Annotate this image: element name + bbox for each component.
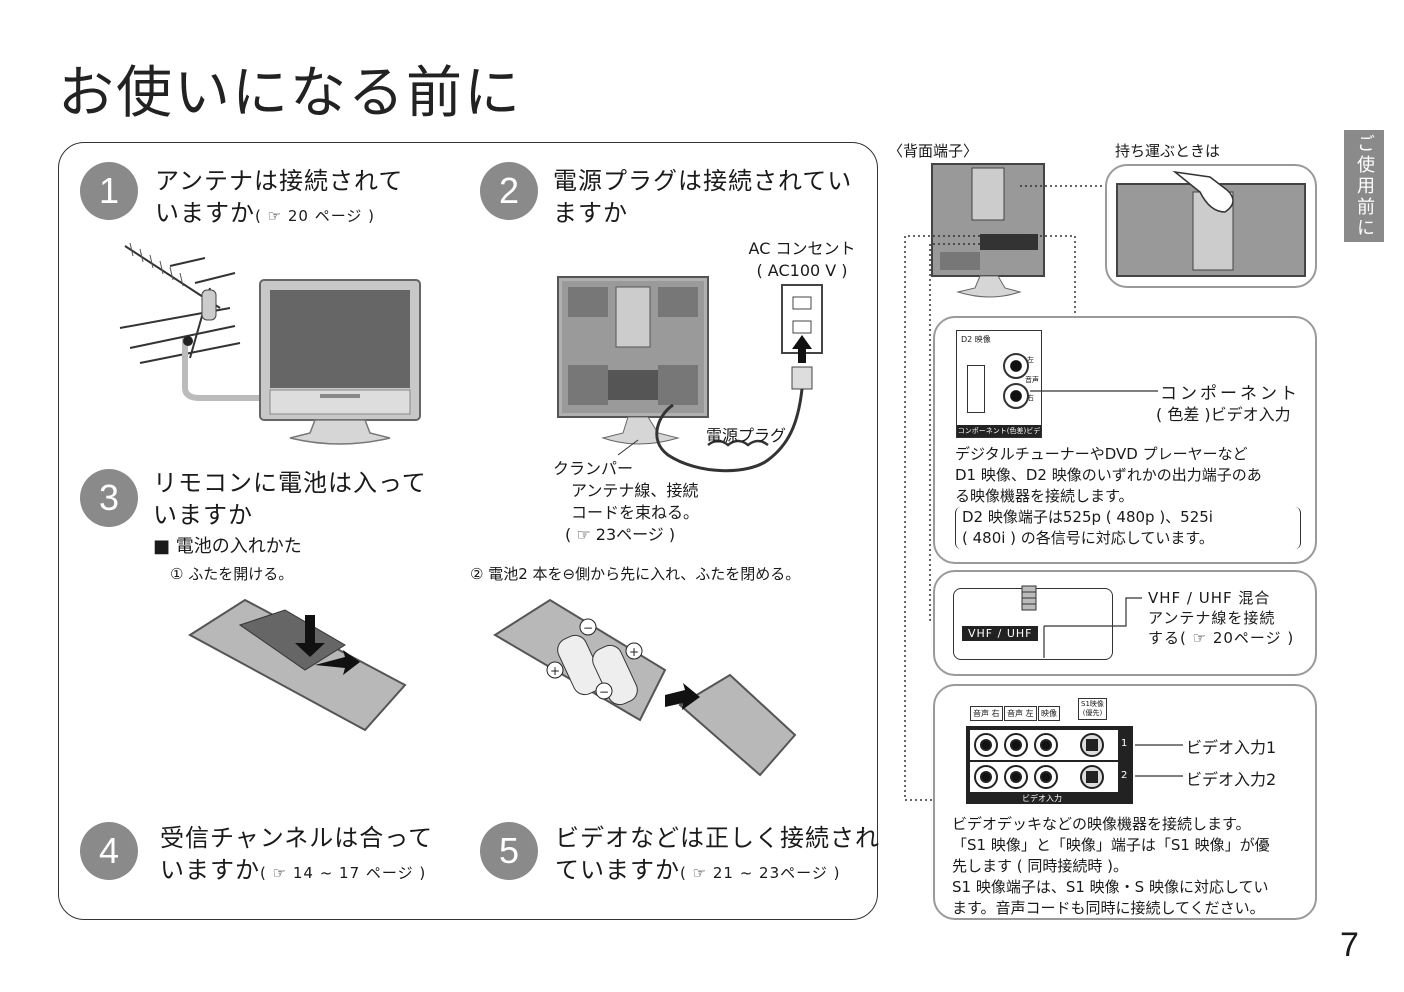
battery-heading: ■ 電池の入れかた bbox=[153, 536, 302, 557]
step-5-line1: ビデオなどは正しく接続され bbox=[555, 824, 880, 852]
step-3-question: リモコンに電池は入って いますか bbox=[153, 467, 427, 531]
section-tab: ご使用前に bbox=[1344, 130, 1384, 242]
component-panel bbox=[933, 316, 1317, 564]
component-label1: コンポーネント bbox=[1160, 384, 1300, 404]
step-3-line1: リモコンに電池は入って bbox=[153, 469, 427, 497]
checklist-panel bbox=[58, 142, 878, 920]
audio-r-jack-icon bbox=[1003, 383, 1029, 409]
audio-label: 音声 bbox=[1025, 376, 1039, 384]
step-1-ref: ( ☞ 20 ページ ) bbox=[255, 207, 376, 225]
video-desc1: ビデオデッキなどの映像機器を接続します。 bbox=[952, 815, 1251, 833]
carry-illustration bbox=[1116, 170, 1306, 277]
audio-r-label: 右 bbox=[1027, 394, 1034, 402]
vhf-label2: アンテナ線を接続 bbox=[1148, 609, 1276, 627]
svg-text:+: + bbox=[629, 645, 639, 659]
antenna-tv-illustration bbox=[119, 242, 421, 445]
svg-text:−: − bbox=[599, 685, 609, 699]
step-number-5: 5 bbox=[480, 822, 538, 880]
video-tag-s1-line2: (優先) bbox=[1082, 709, 1103, 717]
step-1-line2: いますか bbox=[155, 199, 255, 227]
video-desc5: ます。音声コードも同時に接続してください。 bbox=[952, 899, 1265, 917]
component-note2: ( 480i ) の各信号に対応しています。 bbox=[962, 529, 1214, 547]
video-description: ビデオデッキなどの映像機器を接続します。 「S1 映像」と「映像」端子は「S1 … bbox=[952, 814, 1270, 919]
vhf-panel bbox=[933, 570, 1317, 676]
component-jack-box: D2 映像 左 音声 右 コンポーネント(色差)ビデオ入力 bbox=[956, 330, 1042, 447]
step-5-question: ビデオなどは正しく接続され ていますか( ☞ 21 ~ 23ページ ) bbox=[555, 822, 880, 889]
plug-label: 電源プラグ bbox=[706, 426, 787, 445]
clamper-label: クランパー アンテナ線、接続 コードを束ねる。 ( ☞ 23ページ ) bbox=[553, 458, 699, 546]
component-note: D2 映像端子は525p ( 480p )、525i ( 480i ) の各信号… bbox=[955, 507, 1301, 549]
step-2-line1: 電源プラグは接続されてい bbox=[553, 167, 853, 195]
step-number-3: 3 bbox=[80, 469, 138, 527]
video-tag-audio-l: 音声 左 bbox=[1004, 706, 1037, 721]
step-number-2: 2 bbox=[480, 162, 538, 220]
video-tag-audio-r: 音声 右 bbox=[970, 706, 1003, 721]
component-leader bbox=[1030, 390, 1158, 392]
rear-tv-small-illustration bbox=[931, 163, 1045, 298]
component-desc1: デジタルチューナーやDVD プレーヤーなど bbox=[955, 445, 1248, 463]
component-label2: ( 色差 )ビデオ入力 bbox=[1156, 405, 1291, 424]
video-input-1-label: ビデオ入力1 bbox=[1186, 738, 1277, 757]
video-tag-s1: S1映像 (優先) bbox=[1078, 698, 1107, 720]
remote-open-illustration bbox=[188, 598, 407, 732]
audio-l-label: 左 bbox=[1027, 356, 1034, 364]
video-jacks-icons bbox=[974, 733, 1104, 789]
vhf-connector-icon bbox=[1021, 585, 1037, 611]
video-desc4: S1 映像端子は、S1 映像・S 映像に対応してい bbox=[952, 878, 1269, 896]
rear-tv-plug-illustration bbox=[557, 276, 823, 473]
video-desc2: 「S1 映像」と「映像」端子は「S1 映像」が優 bbox=[952, 836, 1270, 854]
rear-terminal-label: 〈背面端子〉 bbox=[888, 142, 979, 160]
step-3-line2: いますか bbox=[153, 501, 253, 529]
video-input-2-label: ビデオ入力2 bbox=[1186, 770, 1277, 789]
step-4-question: 受信チャンネルは合って いますか( ☞ 14 ~ 17 ページ ) bbox=[160, 822, 433, 889]
svg-text:−: − bbox=[583, 621, 593, 635]
video-tag-s1-line1: S1映像 bbox=[1081, 700, 1104, 708]
step-1-question: アンテナは接続されて いますか( ☞ 20 ページ ) bbox=[155, 165, 403, 232]
video-tag-video: 映像 bbox=[1038, 706, 1060, 721]
vhf-leader bbox=[1043, 597, 1142, 658]
component-desc3: る映像機器を接続します。 bbox=[955, 487, 1134, 505]
step-2-question: 電源プラグは接続されてい ますか bbox=[553, 165, 852, 229]
d2-jack-icon bbox=[967, 365, 985, 413]
video-row-2-label: 2 bbox=[1121, 770, 1128, 781]
video-block-caption: ビデオ入力 bbox=[1022, 794, 1062, 803]
video-row-1-label: 1 bbox=[1121, 738, 1128, 749]
component-description: デジタルチューナーやDVD プレーヤーなど D1 映像、D2 映像のいずれかの出… bbox=[955, 444, 1262, 507]
page-number: 7 bbox=[1340, 926, 1359, 964]
video-leaders bbox=[1135, 744, 1183, 777]
component-note1: D2 映像端子は525p ( 480p )、525i bbox=[962, 508, 1213, 526]
vhf-label3: する( ☞ 20ページ ) bbox=[1148, 629, 1295, 647]
component-jack-caption: コンポーネント(色差)ビデオ入力 bbox=[957, 425, 1041, 447]
carry-label: 持ち運ぶときは bbox=[1115, 142, 1221, 160]
outlet-label: AC コンセント ( AC100 V ) bbox=[742, 238, 862, 282]
page-title: お使いになる前に bbox=[58, 61, 522, 126]
outlet-line2: ( AC100 V ) bbox=[756, 261, 848, 280]
step-5-line2: ていますか bbox=[555, 856, 680, 884]
vhf-jack-label: VHF / UHF bbox=[962, 626, 1039, 641]
remote-battery-illustration: − + + − bbox=[493, 598, 797, 777]
step-2-line2: ますか bbox=[553, 199, 628, 227]
step-5-ref: ( ☞ 21 ~ 23ページ ) bbox=[680, 864, 841, 882]
clamper-line3: コードを束ねる。 bbox=[571, 503, 700, 522]
clamper-line2: アンテナ線、接続 bbox=[571, 481, 699, 500]
step-number-4: 4 bbox=[80, 822, 138, 880]
step-4-ref: ( ☞ 14 ~ 17 ページ ) bbox=[260, 864, 427, 882]
battery-step1: ① ふたを開ける。 bbox=[170, 565, 294, 583]
component-desc2: D1 映像、D2 映像のいずれかの出力端子のあ bbox=[955, 466, 1262, 484]
step-number-1: 1 bbox=[80, 162, 138, 220]
audio-l-jack-icon bbox=[1003, 353, 1029, 379]
svg-text:+: + bbox=[550, 664, 560, 678]
vhf-description: VHF / UHF 混合 アンテナ線を接続 する( ☞ 20ページ ) bbox=[1148, 588, 1294, 648]
clamper-line1: クランパー bbox=[553, 459, 634, 478]
clamper-line4: ( ☞ 23ページ ) bbox=[565, 525, 676, 544]
outlet-line1: AC コンセント bbox=[748, 239, 856, 258]
battery-step2: ② 電池2 本を⊖側から先に入れ、ふたを閉める。 bbox=[470, 565, 801, 583]
step-4-line1: 受信チャンネルは合って bbox=[160, 824, 434, 852]
vhf-label1: VHF / UHF 混合 bbox=[1148, 589, 1271, 607]
video-desc3: 先します ( 同時接続時 )。 bbox=[952, 857, 1129, 875]
d2-jack-label: D2 映像 bbox=[961, 335, 991, 344]
step-4-line2: いますか bbox=[160, 856, 260, 884]
step-1-line1: アンテナは接続されて bbox=[155, 167, 404, 195]
